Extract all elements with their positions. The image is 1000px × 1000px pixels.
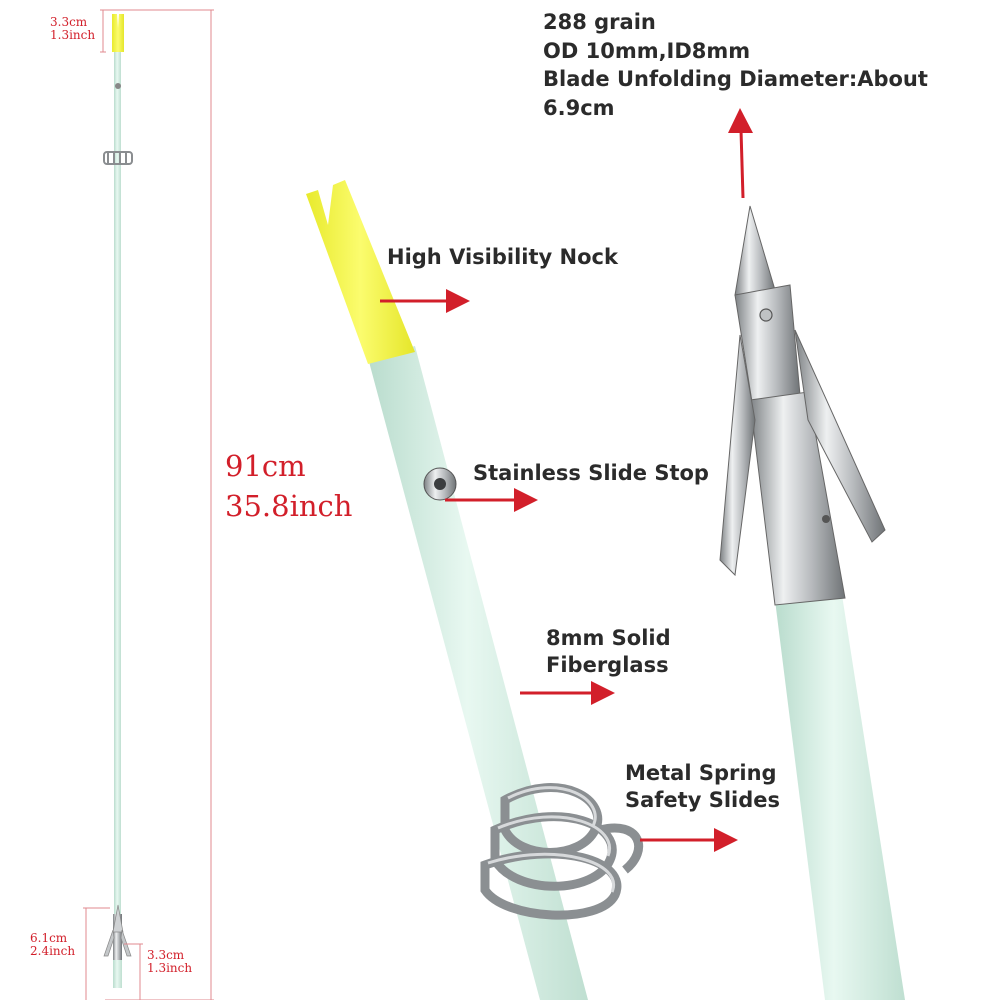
tip-blade-left <box>719 334 756 577</box>
closeup-slide-stop <box>423 467 457 501</box>
dimension-lines <box>83 9 214 1000</box>
tip-point <box>734 205 776 296</box>
overview-nock <box>112 14 124 52</box>
overview-shaft <box>114 52 121 914</box>
overview-spring <box>103 151 133 165</box>
pointer-arrows <box>380 108 753 852</box>
nock-length-label: 3.3cm 1.3inch <box>50 15 96 43</box>
tip-length-label: 6.1cm 2.4inch <box>30 931 76 959</box>
tip-pin <box>759 308 773 322</box>
closeup-spring-highlight <box>487 786 616 893</box>
full-arrow-overview <box>83 9 214 1000</box>
spec-pointer-arrow <box>728 108 753 199</box>
spec-text: 288 grain OD 10mm,ID8mm Blade Unfolding … <box>543 10 928 120</box>
spring-pointer-arrow <box>640 828 738 852</box>
fiberglass-label: 8mm Solid Fiberglass <box>546 626 671 677</box>
tip-shaft <box>775 595 905 1000</box>
nock-label: High Visibility Nock <box>387 245 618 269</box>
tip-blade-right <box>794 329 886 543</box>
closeup-shaft <box>368 346 588 1000</box>
fiber-pointer-arrow <box>520 681 615 705</box>
nock-pointer-arrow <box>380 289 470 313</box>
slide-stop-label: Stainless Slide Stop <box>473 461 709 485</box>
spring-label: Metal Spring Safety Slides <box>625 761 781 812</box>
stop-pointer-arrow <box>445 488 538 512</box>
closeup-shaft-group <box>306 180 644 1000</box>
overview-slide-stop <box>115 83 121 89</box>
overview-tip <box>103 904 132 988</box>
closeup-nock <box>306 180 415 364</box>
tip-ferrule <box>749 391 846 606</box>
tip-rivet <box>822 515 830 523</box>
closeup-arrowhead-group <box>719 205 905 1000</box>
total-length-label: 91cm 35.8inch <box>225 449 353 524</box>
barb-length-label: 3.3cm 1.3inch <box>147 948 193 976</box>
